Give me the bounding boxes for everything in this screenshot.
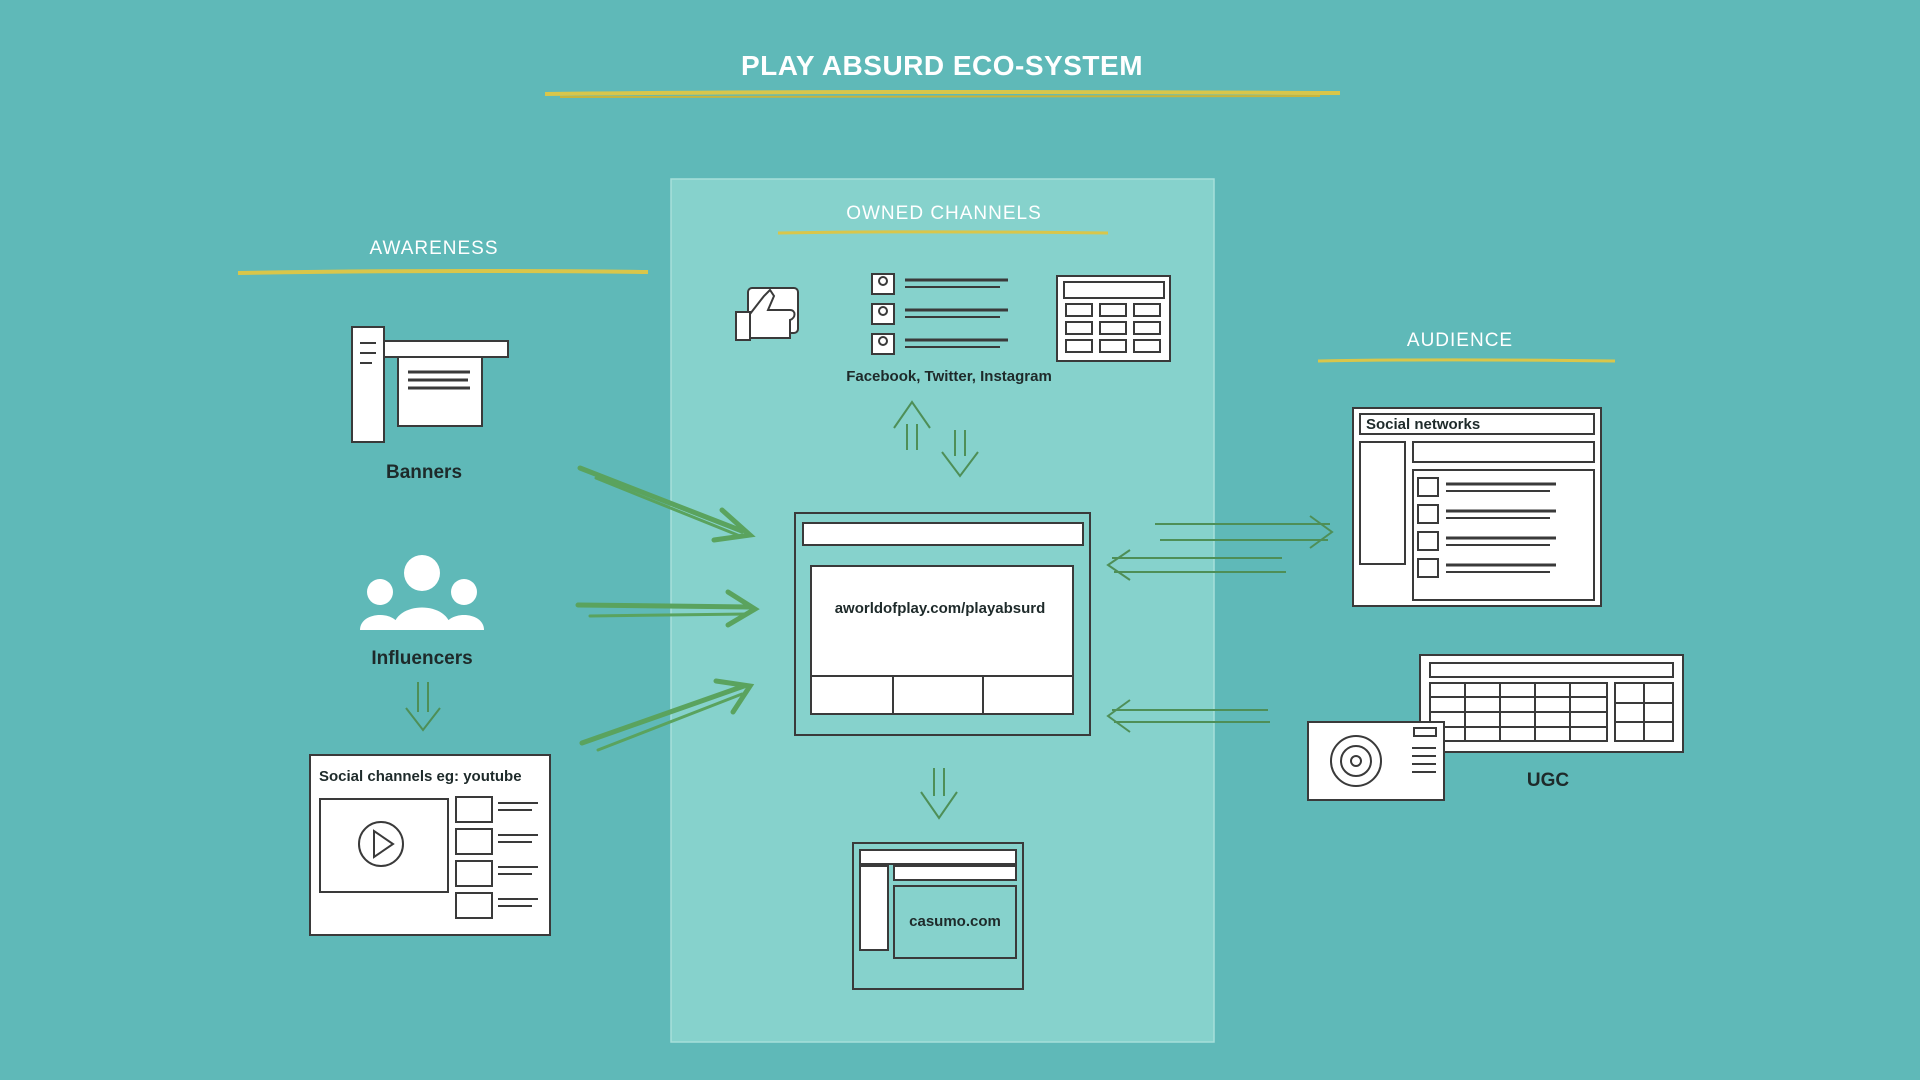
page-title: PLAY ABSURD ECO-SYSTEM xyxy=(740,50,1144,81)
audience-heading: AUDIENCE xyxy=(1406,330,1514,351)
banners-icon xyxy=(351,326,509,443)
arrow-influencers-to-social xyxy=(405,682,441,732)
audience-underline xyxy=(1317,358,1616,363)
ugc-table-icon xyxy=(1419,654,1684,753)
ugc-label: UGC xyxy=(1526,770,1570,791)
table-grid-icon xyxy=(1056,275,1171,362)
social-youtube-label: Social channels eg: youtube xyxy=(319,768,522,785)
social-feed-icon xyxy=(871,273,1008,355)
microsite-box xyxy=(794,512,1091,736)
arrow-social-networks-to-microsite xyxy=(1106,549,1286,581)
owned-channels-heading: OWNED CHANNELS xyxy=(846,203,1042,224)
arrow-social-updown xyxy=(893,400,979,478)
arrow-ugc-to-microsite xyxy=(1106,699,1270,733)
casumo-box xyxy=(852,842,1024,990)
arrow-social-to-microsite xyxy=(579,678,755,752)
play-icon xyxy=(358,821,404,867)
casumo-url: casumo.com xyxy=(909,913,1001,930)
influencers-label: Influencers xyxy=(371,648,473,669)
social-networks-label: Social networks xyxy=(1366,416,1481,433)
thumbs-up-icon xyxy=(735,287,799,341)
arrow-microsite-to-casumo xyxy=(920,768,958,820)
social-media-label: Facebook, Twitter, Instagram xyxy=(846,368,1052,385)
awareness-heading: AWARENESS xyxy=(369,238,499,259)
microsite-url: aworldofplay.com/playabsurd xyxy=(834,600,1046,617)
owned-underline xyxy=(777,230,1109,235)
social-youtube-box xyxy=(309,754,551,936)
camera-icon xyxy=(1307,721,1445,801)
awareness-underline xyxy=(237,269,649,275)
social-networks-box xyxy=(1352,407,1602,607)
arrow-banners-to-microsite xyxy=(577,465,756,543)
banners-label: Banners xyxy=(385,462,463,483)
arrow-microsite-to-social-networks xyxy=(1155,515,1334,549)
title-underline xyxy=(544,90,1341,96)
arrow-influencers-to-microsite xyxy=(575,589,760,628)
influencers-icon xyxy=(360,555,484,630)
